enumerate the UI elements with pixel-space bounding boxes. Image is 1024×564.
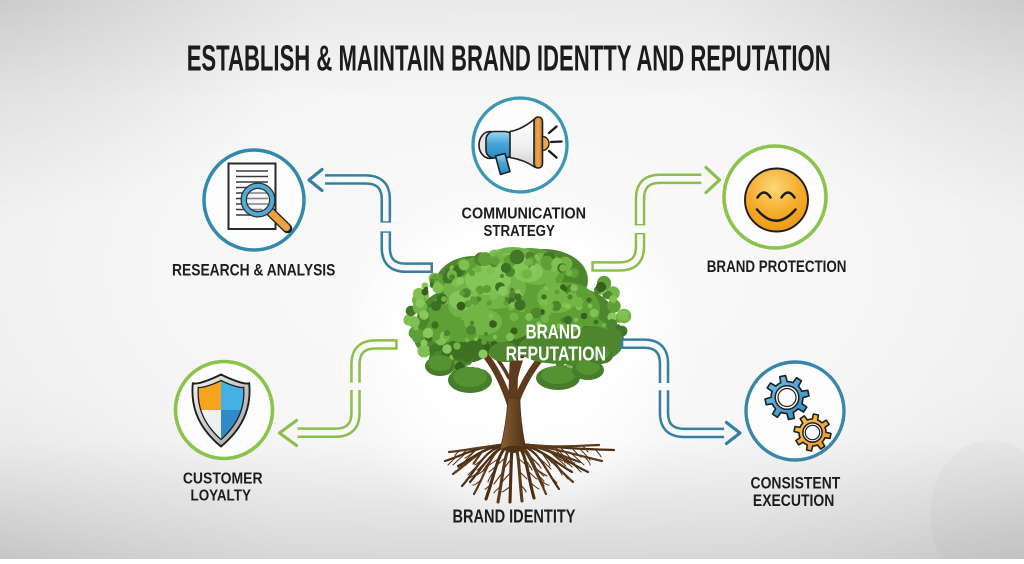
svg-text:CONSISTENT: CONSISTENT: [751, 474, 841, 492]
svg-text:REPUTATION: REPUTATION: [506, 344, 606, 366]
svg-text:BRAND: BRAND: [525, 322, 581, 344]
svg-text:LOYALTY: LOYALTY: [191, 488, 252, 505]
svg-text:CUSTOMER: CUSTOMER: [183, 471, 263, 488]
svg-text:ESTABLISH & MAINTAIN BRAND IDE: ESTABLISH & MAINTAIN BRAND IDENTTY AND R…: [187, 38, 831, 79]
svg-text:EXECUTION: EXECUTION: [753, 492, 834, 510]
svg-text:BRAND IDENTITY: BRAND IDENTITY: [453, 505, 577, 526]
svg-text:COMMUNICATION: COMMUNICATION: [462, 205, 587, 222]
svg-text:RESEARCH & ANALYSIS: RESEARCH & ANALYSIS: [172, 261, 335, 280]
svg-text:STRATEGY: STRATEGY: [484, 223, 556, 240]
svg-text:BRAND PROTECTION: BRAND PROTECTION: [707, 257, 847, 276]
